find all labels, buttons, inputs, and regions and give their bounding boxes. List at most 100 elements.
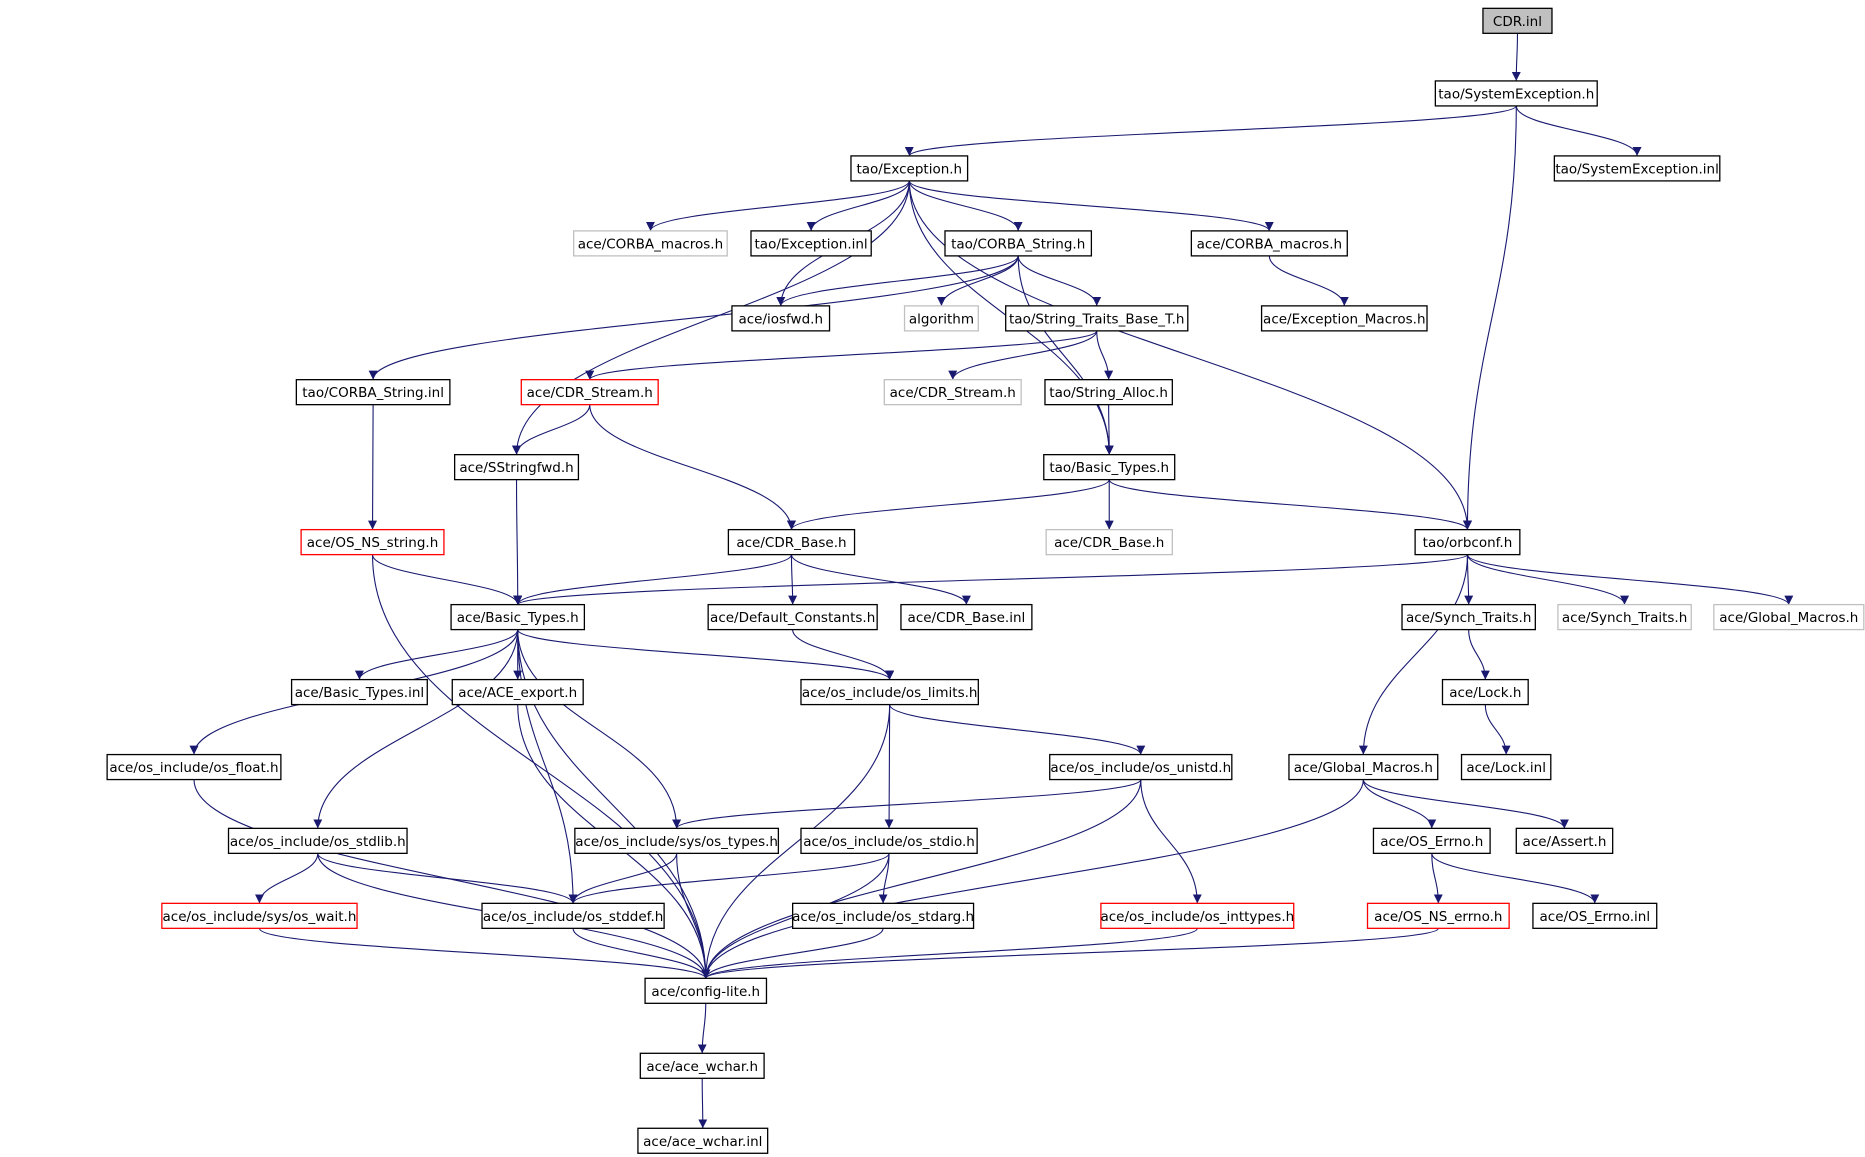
node-iosfwd-h[interactable]: ace/iosfwd.h <box>731 305 831 332</box>
edge-arrow <box>948 330 1098 380</box>
node-os-inttypes[interactable]: ace/os_include/os_inttypes.h <box>1100 902 1295 929</box>
node-exception-h[interactable]: tao/Exception.h <box>850 155 969 182</box>
node-os-limits[interactable]: ace/os_include/os_limits.h <box>800 678 979 706</box>
edge-arrow <box>1017 255 1102 306</box>
node-synch-traits-h[interactable]: ace/Synch_Traits.h <box>1401 603 1536 631</box>
node-corba-macros-gray[interactable]: ace/CORBA_macros.h <box>573 230 728 257</box>
node-label: tao/Basic_Types.h <box>1049 460 1169 476</box>
node-label: ace/CDR_Stream.h <box>890 385 1016 401</box>
node-cdr-stream-gray[interactable]: ace/CDR_Stream.h <box>883 379 1022 406</box>
node-ace-export[interactable]: ace/ACE_export.h <box>451 678 584 706</box>
node-label: ace/CORBA_macros.h <box>1197 236 1342 252</box>
edge-arrow <box>701 927 1198 979</box>
node-label: ace/iosfwd.h <box>738 311 823 327</box>
node-label: tao/SystemException.h <box>1438 86 1594 102</box>
edge-string_traits-to-cdr_stream_gray <box>948 330 1098 380</box>
node-label: tao/Exception.inl <box>755 236 868 252</box>
edge-ace_basic_types-to-sys_os_types <box>517 629 682 829</box>
edge-arrow <box>1108 479 1472 531</box>
edge-sysexc_h-to-orbconf <box>1462 105 1517 530</box>
node-box <box>1482 7 1553 34</box>
node-global-macros-h[interactable]: ace/Global_Macros.h <box>1288 753 1439 781</box>
node-tao-basic-types[interactable]: tao/Basic_Types.h <box>1043 453 1176 481</box>
node-ace-wchar-inl[interactable]: ace/ace_wchar.inl <box>637 1127 769 1154</box>
node-cdr-base-inl[interactable]: ace/CDR_Base.inl <box>900 603 1033 631</box>
node-os-stdlib[interactable]: ace/os_include/os_stdlib.h <box>227 827 408 855</box>
node-label: ace/os_include/os_inttypes.h <box>1100 909 1294 925</box>
node-exception-macros[interactable]: ace/Exception_Macros.h <box>1260 305 1428 332</box>
edge-orbconf-to-ace_basic_types <box>513 554 1469 606</box>
node-exception-inl[interactable]: tao/Exception.inl <box>750 230 872 257</box>
node-ace-basic-types[interactable]: ace/Basic_Types.h <box>450 603 586 631</box>
edge-global_macros_h-to-assert_h <box>1362 779 1569 829</box>
node-os-errno-inl[interactable]: ace/OS_Errno.inl <box>1532 902 1658 929</box>
node-box <box>1005 305 1189 332</box>
edge-arrow <box>1431 853 1600 904</box>
node-cdr-inl[interactable]: CDR.inl <box>1482 7 1553 34</box>
node-lock-inl[interactable]: ace/Lock.inl <box>1460 753 1552 781</box>
node-default-constants[interactable]: ace/Default_Constants.h <box>707 603 878 631</box>
edge-arrow <box>1268 255 1349 306</box>
edge-arrow <box>787 479 1110 530</box>
node-os-unistd[interactable]: ace/os_include/os_unistd.h <box>1049 753 1233 781</box>
edge-cdr_base_h-to-ace_basic_types <box>513 554 793 605</box>
node-box <box>1049 753 1233 781</box>
node-cdr-base-h[interactable]: ace/CDR_Base.h <box>727 528 856 556</box>
edge-sys_os_wait-to-config_lite <box>258 927 711 979</box>
edge-arrow <box>1431 853 1443 904</box>
node-synch-traits-gray[interactable]: ace/Synch_Traits.h <box>1557 603 1692 631</box>
node-os-stdarg[interactable]: ace/os_include/os_stdarg.h <box>792 902 975 929</box>
edge-arrow <box>1362 779 1437 829</box>
edge-ace_basic_types-to-os_limits <box>517 629 895 681</box>
node-os-ns-errno[interactable]: ace/OS_NS_errno.h <box>1366 902 1510 929</box>
node-orbconf[interactable]: tao/orbconf.h <box>1414 528 1521 556</box>
node-sysexc-inl[interactable]: tao/SystemException.inl <box>1553 155 1721 182</box>
node-label: tao/SystemException.inl <box>1555 161 1719 177</box>
node-os-float[interactable]: ace/os_include/os_float.h <box>106 753 282 781</box>
node-box <box>1260 305 1428 332</box>
node-corba-string-inl[interactable]: tao/CORBA_String.inl <box>295 379 451 406</box>
node-corba-macros-h[interactable]: ace/CORBA_macros.h <box>1190 230 1348 257</box>
edge-arrow <box>572 928 711 979</box>
edge-cdr_stream_red-to-sstringfwd <box>512 404 591 455</box>
node-box <box>727 528 856 556</box>
edge-arrow <box>776 255 1019 307</box>
node-config-lite[interactable]: ace/config-lite.h <box>644 977 768 1004</box>
node-os-stddef[interactable]: ace/os_include/os_stddef.h <box>481 902 665 929</box>
node-global-macros-gray[interactable]: ace/Global_Macros.h <box>1713 603 1865 631</box>
node-os-errno-h[interactable]: ace/OS_Errno.h <box>1372 827 1491 855</box>
edge-sysexc_h-to-sysexc_inl <box>1515 105 1642 157</box>
node-cdr-base-gray[interactable]: ace/CDR_Base.h <box>1045 528 1173 556</box>
node-basic-types-inl[interactable]: ace/Basic_Types.inl <box>290 678 428 706</box>
edge-default_constants-to-os_limits <box>792 629 895 680</box>
node-ace-wchar-h[interactable]: ace/ace_wchar.h <box>639 1052 765 1079</box>
edge-tao_basic_types-to-cdr_base_h <box>787 479 1110 530</box>
node-sys-os-types[interactable]: ace/os_include/sys/os_types.h <box>574 827 780 855</box>
node-box <box>1434 80 1598 107</box>
node-os-stdio[interactable]: ace/os_include/os_stdio.h <box>800 827 978 855</box>
node-os-ns-string[interactable]: ace/OS_NS_string.h <box>300 528 445 556</box>
edge-arrow <box>513 554 793 605</box>
edge-os_inttypes-to-config_lite <box>701 927 1198 979</box>
node-algorithm[interactable]: algorithm <box>903 305 979 332</box>
node-label: ace/Global_Macros.h <box>1294 760 1433 776</box>
node-corba-string-h[interactable]: tao/CORBA_String.h <box>944 230 1093 257</box>
node-label: tao/String_Traits_Base_T.h <box>1009 311 1184 327</box>
node-sstringfwd[interactable]: ace/SStringfwd.h <box>453 453 580 481</box>
edge-ace_wchar_h-to-ace_wchar_inl <box>698 1078 708 1129</box>
node-assert-h[interactable]: ace/Assert.h <box>1515 827 1614 855</box>
node-cdr-stream-red[interactable]: ace/CDR_Stream.h <box>520 379 659 406</box>
node-sys-os-wait[interactable]: ace/os_include/sys/os_wait.h <box>161 902 358 929</box>
node-string-traits[interactable]: tao/String_Traits_Base_T.h <box>1005 305 1189 332</box>
node-box <box>900 603 1033 631</box>
node-box <box>883 379 1022 406</box>
node-string-alloc[interactable]: tao/String_Alloc.h <box>1044 379 1173 406</box>
node-box <box>453 453 580 481</box>
edge-arrow <box>317 853 578 904</box>
node-lock-h[interactable]: ace/Lock.h <box>1441 678 1529 706</box>
edge-os_stddef-to-config_lite <box>572 928 711 979</box>
node-sysexc-h[interactable]: tao/SystemException.h <box>1434 80 1598 107</box>
node-box <box>1401 603 1536 631</box>
node-label: ace/Synch_Traits.h <box>1406 610 1531 626</box>
node-label: ace/os_include/os_stdlib.h <box>230 834 406 850</box>
